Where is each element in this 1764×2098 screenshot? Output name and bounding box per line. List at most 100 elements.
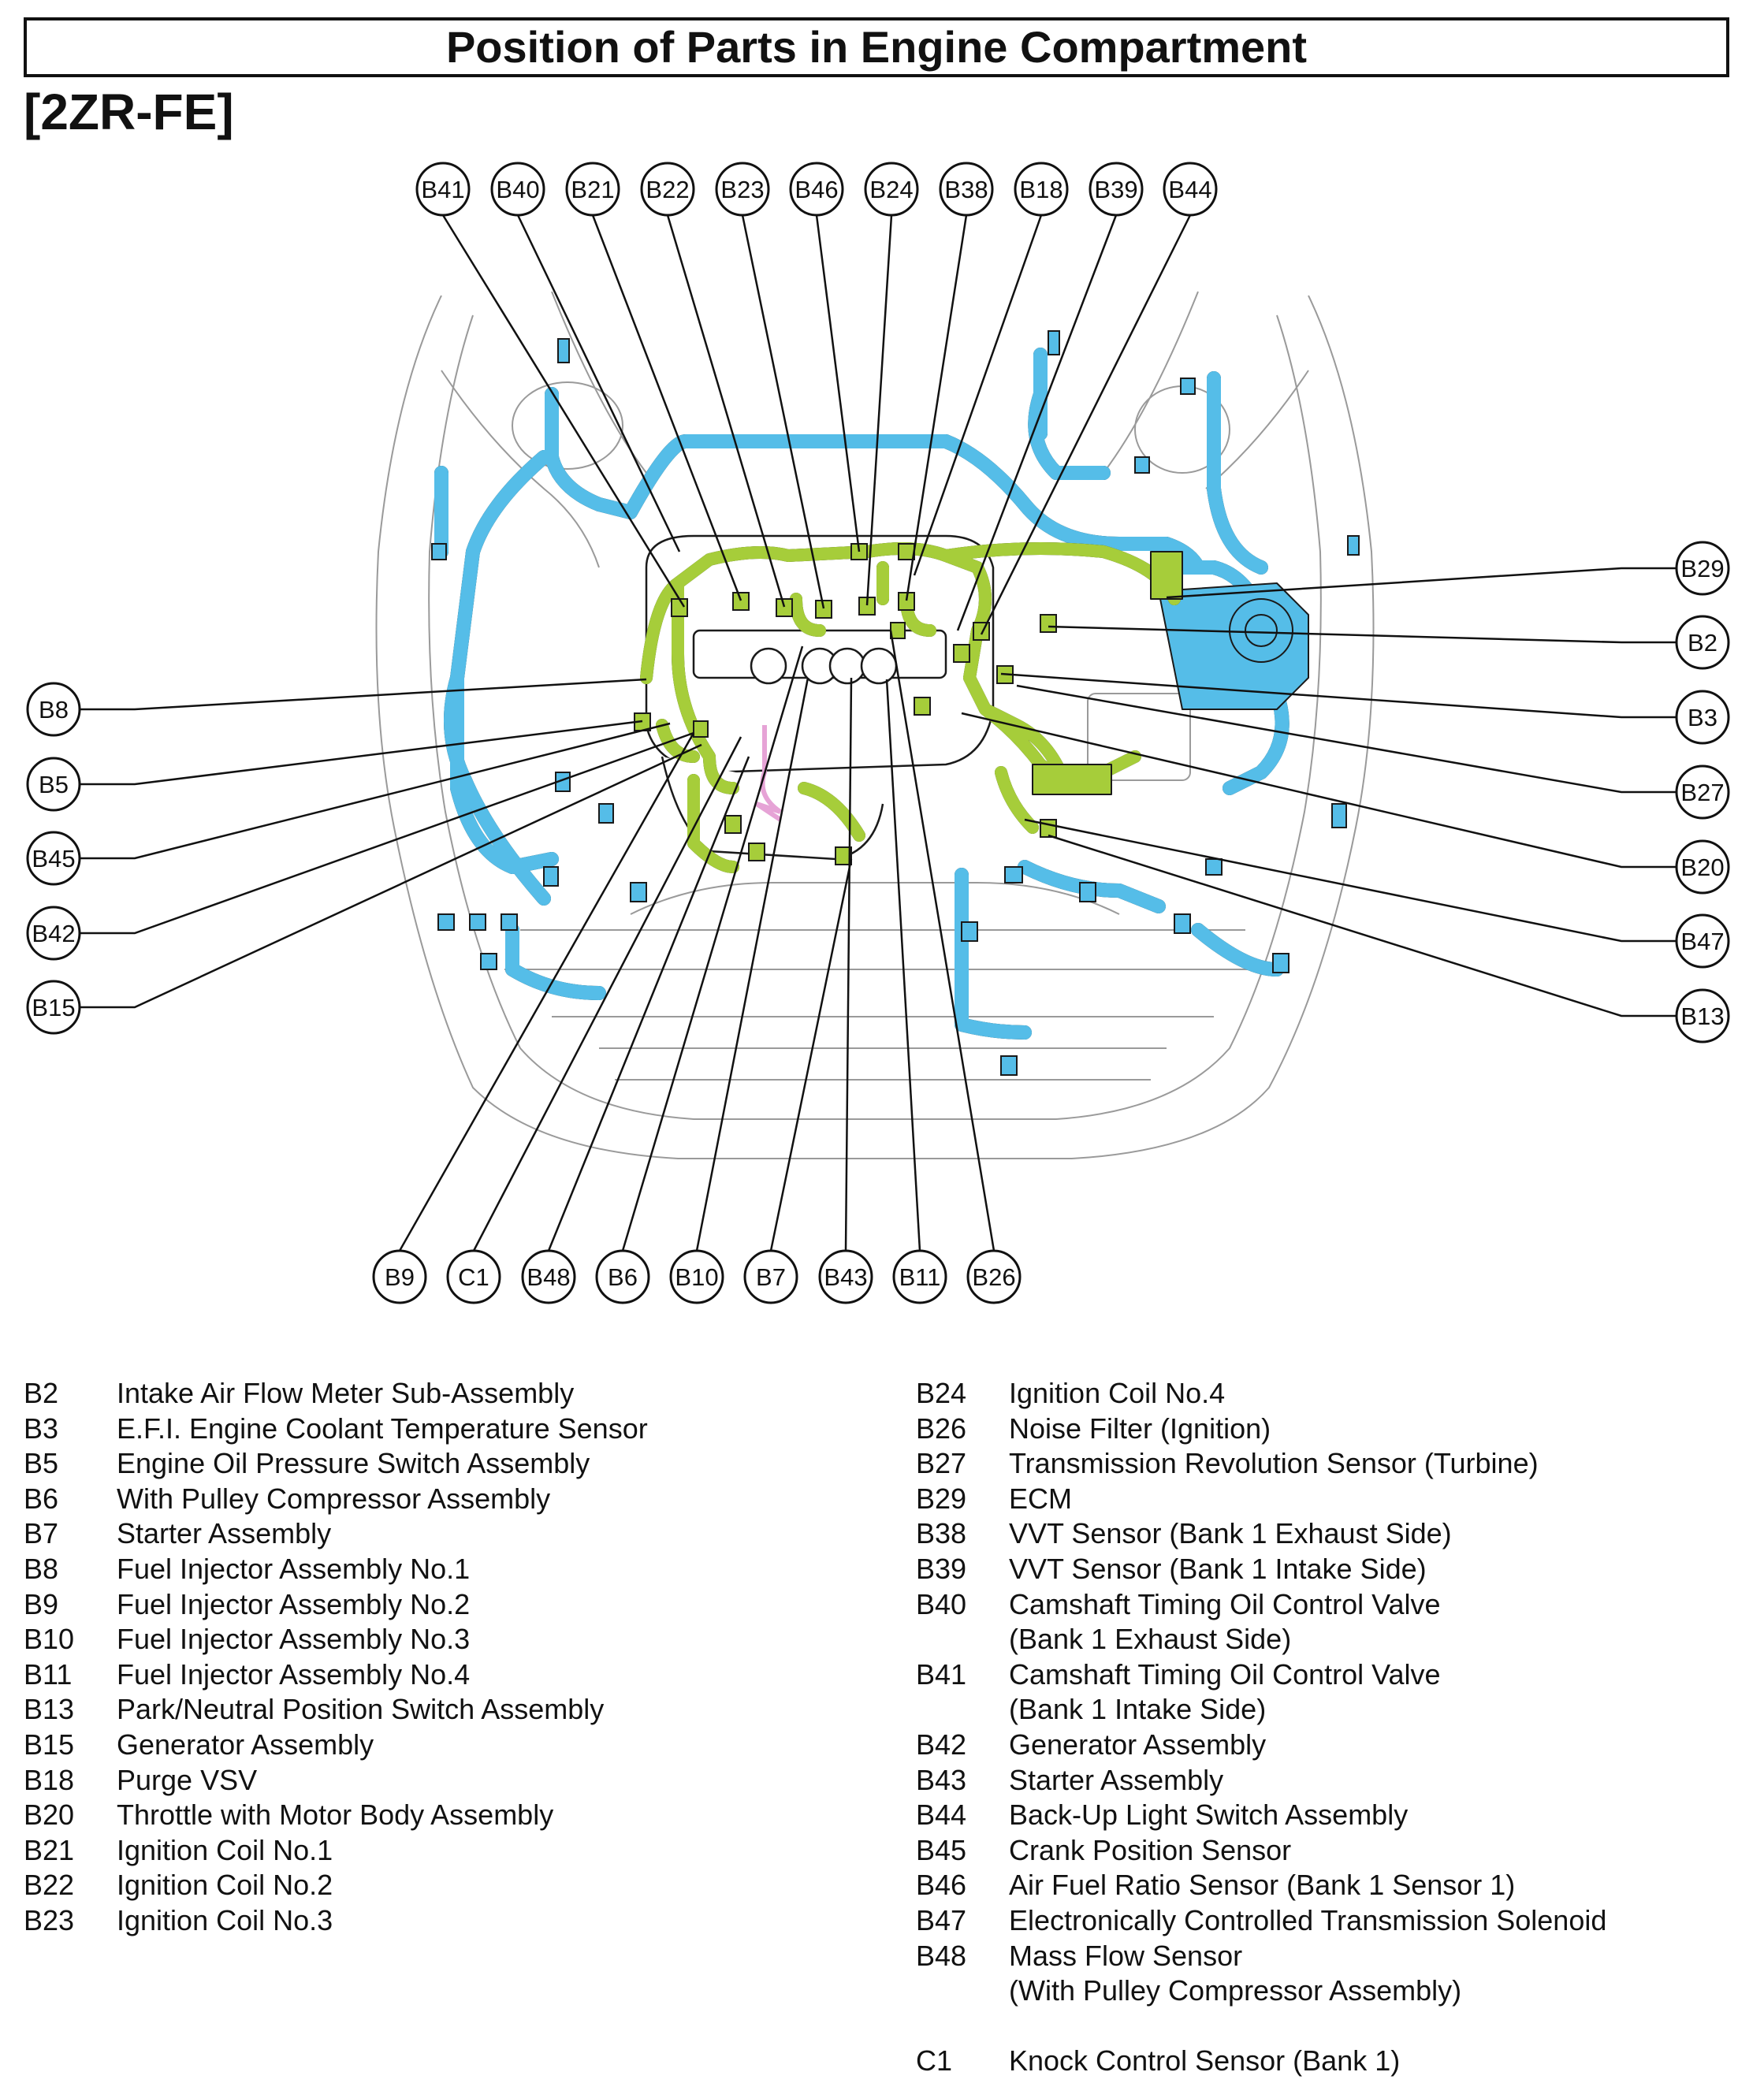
legend-code: B20: [24, 1799, 75, 1832]
callout-circle: [1675, 988, 1730, 1043]
legend-description: Throttle with Motor Body Assembly: [117, 1799, 554, 1832]
callout-b9: B9: [372, 1249, 427, 1304]
leader-line-b21: [591, 214, 742, 601]
legend-code: B24: [916, 1377, 967, 1409]
legend-description: Ignition Coil No.1: [117, 1833, 333, 1866]
legend-description: Camshaft Timing Oil Control Valve(Bank 1…: [1009, 1657, 1441, 1726]
legend-description: With Pulley Compressor Assembly: [117, 1482, 551, 1515]
callout-label: B43: [824, 1263, 867, 1291]
legend-description: Fuel Injector Assembly No.2: [117, 1587, 471, 1620]
leader-line-b44: [980, 214, 1192, 635]
leader-line-b7: [769, 858, 853, 1252]
legend-description: Fuel Injector Assembly No.1: [117, 1552, 471, 1585]
legend-code: B27: [916, 1447, 967, 1480]
leader-line-b26: [889, 630, 996, 1252]
legend-code: B7: [24, 1517, 59, 1550]
callout-circle: [1675, 839, 1730, 895]
callout-circle: [595, 1249, 650, 1304]
blue-connectors: [431, 330, 1360, 1076]
callout-c1: C1: [446, 1249, 501, 1304]
legend-item: B10 Fuel Injector Assembly No.3: [24, 1622, 648, 1657]
leader-line-c1: [472, 736, 742, 1252]
legend-description: VVT Sensor (Bank 1 Exhaust Side): [1009, 1517, 1452, 1550]
legend-code: C1: [916, 2044, 953, 2078]
legend-item: B43 Starter Assembly: [916, 1763, 1606, 1799]
page-title: Position of Parts in Engine Compartment: [24, 17, 1729, 77]
legend-description: Generator Assembly: [117, 1728, 374, 1761]
leader-line-b2: [1048, 625, 1677, 644]
callout-label: B44: [1168, 176, 1211, 203]
legend-description: Ignition Coil No.4: [1009, 1377, 1226, 1409]
callout-b23: B23: [715, 162, 770, 217]
callout-b44: B44: [1163, 162, 1218, 217]
callout-label: B3: [1688, 704, 1717, 731]
callout-b47: B47: [1675, 913, 1730, 969]
callout-b22: B22: [640, 162, 695, 217]
legend-code: B42: [916, 1728, 967, 1761]
legend-code: B8: [24, 1552, 59, 1585]
green-harness: [640, 549, 1183, 873]
legend-description: Mass Flow Sensor(With Pulley Compressor …: [1009, 1939, 1462, 2007]
callout-label: B46: [795, 176, 838, 203]
callout-circle: [892, 1249, 947, 1304]
legend-description: VVT Sensor (Bank 1 Intake Side): [1009, 1552, 1427, 1585]
callout-b48: B48: [521, 1249, 576, 1304]
legend-description: Fuel Injector Assembly No.4: [117, 1657, 471, 1691]
legend-description: Fuel Injector Assembly No.3: [117, 1623, 471, 1656]
callout-circle: [1014, 162, 1069, 217]
callout-label: B10: [675, 1263, 718, 1291]
callout-b8: B8: [26, 682, 81, 737]
legend-description: Ignition Coil No.3: [117, 1903, 333, 1936]
callout-b24: B24: [864, 162, 919, 217]
callout-b15: B15: [26, 980, 81, 1035]
callout-circle: [26, 906, 81, 961]
engine-code: [2ZR-FE]: [24, 84, 234, 140]
callout-b5: B5: [26, 757, 81, 812]
callout-circle: [715, 162, 770, 217]
callout-b42: B42: [26, 906, 81, 961]
leader-line-b23: [741, 214, 825, 609]
legend-code: B5: [24, 1447, 59, 1480]
callout-circle: [26, 682, 81, 737]
leader-line-b47: [1024, 818, 1677, 943]
callout-label: B41: [421, 176, 464, 203]
legend-code: B6: [24, 1482, 59, 1515]
callout-b7: B7: [743, 1249, 798, 1304]
legend-item: B48 Mass Flow Sensor(With Pulley Compress…: [916, 1939, 1606, 2009]
legend-item: B8 Fuel Injector Assembly No.1: [24, 1552, 648, 1587]
callout-circle: [1675, 913, 1730, 969]
callout-circle: [1675, 615, 1730, 670]
legend-code: B13: [24, 1693, 75, 1726]
callout-circle: [565, 162, 620, 217]
leader-line-b45: [80, 722, 671, 860]
callout-b3: B3: [1675, 690, 1730, 745]
callout-circle: [1675, 690, 1730, 745]
callout-label: B5: [39, 771, 69, 798]
callout-b21: B21: [565, 162, 620, 217]
callout-circle: [1675, 764, 1730, 820]
legend-code: B44: [916, 1799, 967, 1832]
leader-line-b18: [913, 214, 1043, 576]
callout-circle: [1163, 162, 1218, 217]
callout-b38: B38: [939, 162, 994, 217]
leader-line-b22: [666, 214, 786, 608]
callout-label: B2: [1688, 629, 1717, 657]
legend-description: Camshaft Timing Oil Control Valve(Bank 1…: [1009, 1587, 1441, 1656]
legend-code: B43: [916, 1763, 967, 1796]
leader-line-b46: [815, 214, 861, 552]
callout-label: B24: [869, 176, 913, 203]
legend-description: Starter Assembly: [1009, 1763, 1224, 1796]
callout-b26: B26: [966, 1249, 1022, 1304]
callout-b43: B43: [818, 1249, 873, 1304]
legend-code: B10: [24, 1623, 75, 1656]
callout-circle: [372, 1249, 427, 1304]
legend-code: B48: [916, 1939, 967, 1972]
